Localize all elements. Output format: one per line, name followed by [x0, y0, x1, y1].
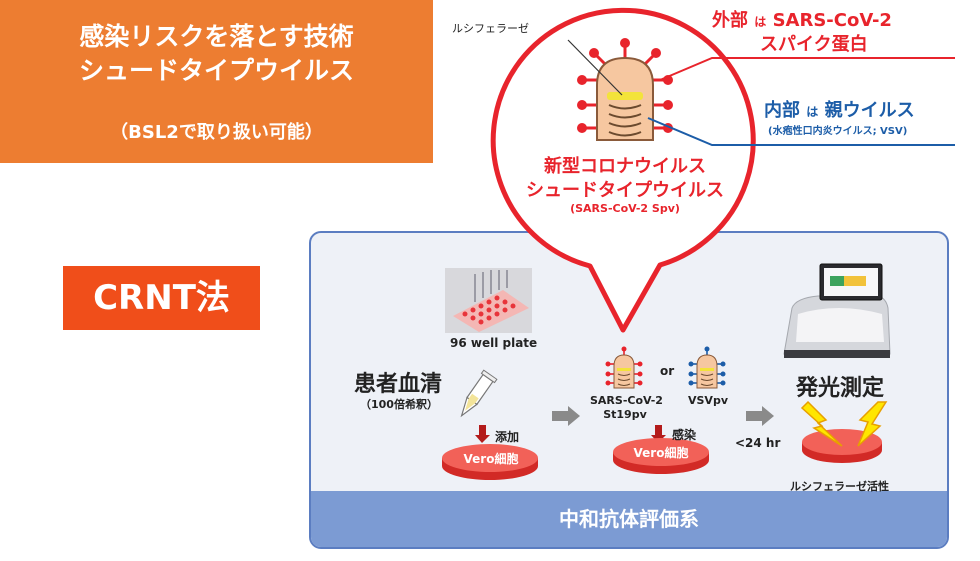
luciferase-activity-label: ルシフェラーゼ活性: [790, 480, 889, 493]
petri-dish-icon: [442, 444, 538, 480]
inner-note: (水疱性口内炎ウイルス; VSV): [768, 126, 908, 137]
luminometer-image: [783, 263, 891, 358]
well-plate-label: 96 well plate: [450, 336, 538, 350]
virus-name-abbr: (SARS-CoV-2 Spv): [570, 202, 680, 215]
title-line-3: （BSL2で取り扱い可能）: [110, 122, 323, 143]
panel-footer: 中和抗体評価系: [311, 491, 947, 547]
petri-dish-icon: [613, 438, 709, 474]
title-line-1: 感染リスクを落とす技術: [79, 22, 354, 51]
spv-label-2: St19pv: [603, 408, 647, 421]
virus-large-icon: [577, 38, 673, 141]
callout-bubble: [490, 7, 756, 333]
outer-ha: は: [754, 15, 767, 29]
outer-prefix: 外部: [712, 10, 748, 31]
right-arrow-icon: [552, 406, 580, 426]
luminescence-title: 発光測定: [796, 376, 885, 401]
vsv-label: VSVpv: [688, 394, 728, 407]
serum-label: 患者血清: [354, 372, 443, 397]
virus-name-line-2: シュードタイプウイルス: [526, 180, 724, 201]
or-label: or: [660, 364, 675, 378]
infect-label: 感染: [672, 428, 697, 442]
inner-prefix: 内部: [764, 100, 800, 121]
outer-name: SARS-CoV-2: [772, 10, 892, 31]
cell-label-2: Vero細胞: [633, 446, 689, 460]
outer-pointer: [659, 57, 955, 81]
right-arrow-icon: [746, 406, 774, 426]
flash-icon: [800, 400, 888, 447]
time-label: <24 hr: [735, 436, 781, 450]
add-label: 添加: [495, 430, 520, 444]
vsv-virus-icon: [688, 346, 726, 389]
well-plate-image: [445, 268, 532, 333]
method-label: CRNT法: [63, 266, 260, 330]
inner-ha: は: [806, 105, 819, 119]
virus-name-line-1: 新型コロナウイルス: [544, 156, 706, 177]
title-line-2: シュードタイプウイルス: [78, 56, 354, 85]
outer-line-2: スパイク蛋白: [760, 34, 868, 55]
inner-name: 親ウイルス: [824, 100, 915, 121]
inner-label: 内部 は 親ウイルス: [764, 96, 915, 122]
spv-label-1: SARS-CoV-2: [590, 394, 663, 407]
serum-dilution: （100倍希釈）: [360, 398, 438, 411]
inner-pointer: [647, 117, 955, 146]
luciferase-pointer: [567, 39, 623, 96]
down-arrow-icon: [475, 425, 490, 443]
spv-virus-icon: [605, 346, 643, 389]
cell-label-1: Vero細胞: [463, 452, 519, 466]
outer-label: 外部 は SARS-CoV-2: [712, 6, 892, 32]
title-box: 感染リスクを落とす技術 シュードタイプウイルス （BSL2で取り扱い可能）: [0, 0, 433, 163]
tube-icon: [460, 369, 498, 418]
luciferase-label: ルシフェラーゼ: [452, 22, 529, 35]
